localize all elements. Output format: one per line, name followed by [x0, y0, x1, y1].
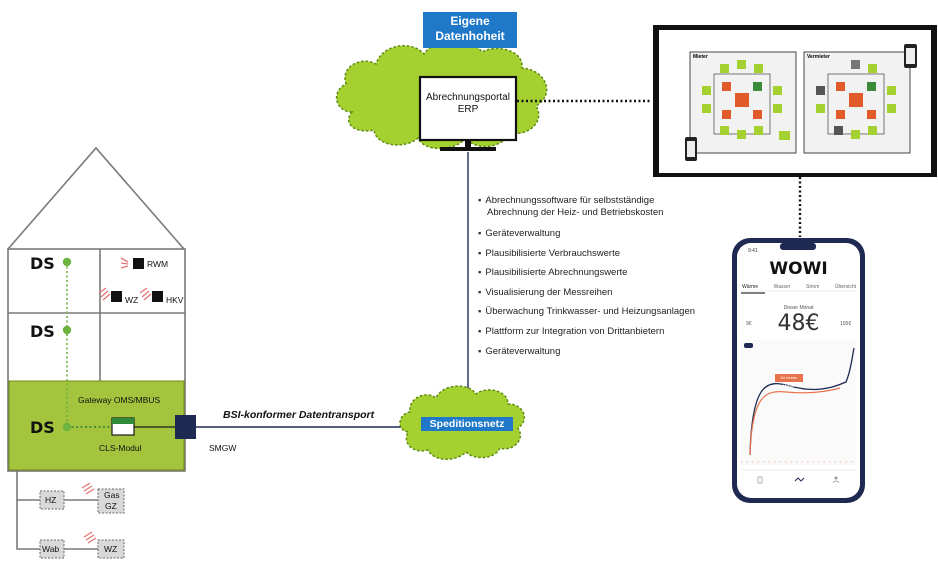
- chart-line-current: [749, 347, 855, 456]
- feature-item: Abrechnungssoftware für selbstständige: [478, 195, 778, 207]
- hz-meter: [39, 490, 65, 510]
- mieter-label: Mieter: [693, 54, 708, 60]
- tab-uebersicht[interactable]: Übersicht: [834, 284, 856, 290]
- feature-item: Plausibilisierte Verbrauchswerte: [478, 244, 778, 264]
- hkv-device: [152, 291, 163, 302]
- ds-label-middle: DS: [30, 322, 55, 341]
- ds-label-top: DS: [30, 254, 55, 273]
- wz-meter: [97, 539, 125, 559]
- gas-meter: [97, 488, 125, 514]
- feature-item: Überwachung Trinkwasser- und Heizungsanl…: [478, 302, 778, 322]
- wab-meter: [39, 539, 65, 559]
- vermieter-panel: [803, 51, 911, 154]
- portal-monitor: [418, 75, 518, 142]
- gz-label: GZ: [105, 501, 117, 511]
- transport-label: BSI-konformer Datentransport: [223, 409, 375, 421]
- vermieter-label: Vermieter: [807, 54, 830, 60]
- phone-time: 9:41: [748, 248, 758, 254]
- signal-icon: [81, 482, 95, 495]
- cls-label: CLS-Modul: [99, 443, 142, 453]
- phone-amount: 48€: [777, 311, 820, 336]
- ds-node-top: [62, 257, 72, 267]
- smgw-label: SMGW: [209, 443, 237, 453]
- profile-tab-icon[interactable]: [834, 476, 838, 480]
- signal-icon: [139, 287, 152, 301]
- feature-item: Plausibilisierte Abrechnungswerte: [478, 263, 778, 283]
- mieter-panel: [689, 51, 797, 154]
- smgw-box: [175, 415, 196, 439]
- chart-tab-icon[interactable]: [794, 477, 805, 482]
- gateway-label: Gateway OMS/MBUS: [78, 395, 161, 405]
- rwm-device: [133, 258, 144, 269]
- wireless-devices: [98, 257, 163, 302]
- tab-strom[interactable]: Strom: [805, 284, 820, 290]
- hz-label: HZ: [45, 495, 57, 505]
- signal-icon: [83, 531, 97, 544]
- phone-caption: Dieser Monat: [783, 305, 814, 311]
- feature-item-continued: Abrechnung der Heiz- und Betriebskosten: [487, 207, 664, 218]
- phone-right-value: 105€: [840, 321, 852, 327]
- basement-zone: [8, 380, 185, 471]
- phone-app-title: WOWI: [769, 259, 828, 279]
- chart-line-previous: [749, 387, 841, 456]
- meter-group: [16, 470, 125, 559]
- ds-label-bottom: DS: [30, 418, 55, 437]
- wz-label: WZ: [125, 295, 139, 305]
- best-month-badge: Ihr bester Monat!: [775, 374, 803, 388]
- feature-item: Plattform zur Integration von Drittanbie…: [478, 322, 778, 342]
- ds-node-bottom: [62, 422, 72, 432]
- wz-device: [111, 291, 122, 302]
- wz-meter-label: WZ: [104, 544, 118, 554]
- phone-left-value: 9€: [746, 321, 752, 327]
- tab-waerme[interactable]: Wärme: [742, 284, 759, 290]
- feature-item: Geräteverwaltung: [478, 342, 778, 362]
- signal-icon: [98, 287, 111, 301]
- wab-label: Wab: [42, 544, 60, 554]
- feature-item: Geräteverwaltung: [478, 224, 778, 244]
- gas-label: Gas: [104, 490, 120, 500]
- phone-tabs: Wärme Wasser Strom Übersicht: [742, 284, 856, 290]
- ds-node-middle: [62, 325, 72, 335]
- speditionsnetz-label: Speditionsnetz: [421, 417, 513, 431]
- hkv-label: HKV: [166, 295, 184, 305]
- house: [7, 146, 186, 472]
- feature-item: Visualisierung der Messreihen: [478, 283, 778, 303]
- signal-icon: [120, 257, 129, 269]
- list-tab-icon[interactable]: [757, 476, 763, 484]
- feature-list: Abrechnungssoftware für selbstständige A…: [478, 195, 778, 361]
- tab-wasser[interactable]: Wasser: [773, 284, 791, 290]
- rwm-label: RWM: [147, 259, 169, 269]
